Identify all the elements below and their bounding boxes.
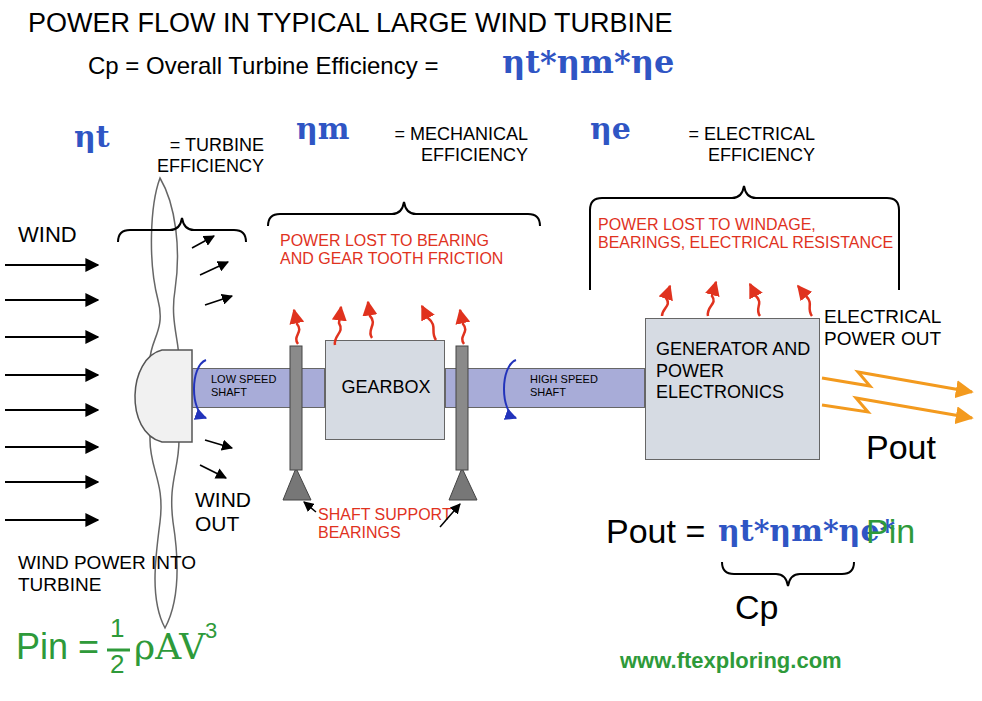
wind-out-arrows (192, 236, 232, 478)
efficiency-brackets (268, 202, 540, 226)
wind-arrows (5, 519, 98, 521)
formula-text: Pout = (606, 512, 705, 551)
efficiency-label: = TURBINE EFFICIENCY (104, 135, 264, 176)
loss-arrows (460, 310, 465, 344)
wind-label: WIND (18, 222, 77, 247)
gearbox-box: GEARBOX (325, 340, 445, 440)
bearing-posts (290, 346, 302, 470)
efficiency-label: = ELECTRICAL EFFICIENCY (625, 124, 815, 165)
wind-out-arrows (205, 440, 232, 448)
wind-arrows (5, 446, 98, 448)
wind-label: WIND OUT (195, 488, 275, 536)
formula-text: Cp (735, 588, 778, 627)
loss-arrows (798, 286, 812, 316)
turbine-hub (135, 350, 192, 442)
wind-arrows (5, 374, 98, 376)
formula-exponent: 3 (205, 618, 217, 643)
turbine-hub (135, 350, 192, 442)
loss-arrows (708, 282, 716, 316)
power-out-arrows (822, 372, 972, 392)
wind-arrows (5, 265, 98, 520)
efficiency-symbol: ηm (296, 112, 350, 147)
wind-out-arrows (192, 236, 214, 248)
node-label: GENERATOR AND POWER ELECTRONICS (656, 339, 815, 404)
diagram-title: POWER FLOW IN TYPICAL LARGE WIND TURBINE (28, 8, 673, 39)
loss-arrows (662, 286, 670, 316)
bearing-bases (283, 468, 477, 500)
power-out-arrows (822, 372, 972, 418)
bearing-bases (449, 468, 477, 500)
wind-out-arrows (205, 296, 232, 305)
efficiency-symbols: ηt*ηm*ηe (502, 44, 674, 81)
efficiency-symbol: ηt (74, 120, 110, 155)
bearing-bases (283, 468, 311, 500)
loss-arrows (368, 302, 373, 338)
formula-text: ρAV (134, 626, 205, 667)
input-label: WIND POWER INTO TURBINE (18, 552, 228, 596)
loss-arrows (294, 310, 299, 344)
website-url: www.ftexploring.com (620, 648, 842, 673)
node-label: LOW SPEED SHAFT (211, 373, 281, 399)
formula-text: Cp = Overall Turbine Efficiency = (88, 52, 438, 80)
loss-arrows (750, 284, 760, 316)
efficiency-symbol: ηe (590, 112, 631, 147)
efficiency-brackets (118, 218, 246, 242)
bearing-pointers (304, 502, 316, 512)
formula-text: Pin = (16, 626, 99, 667)
wind-arrows (5, 299, 98, 301)
power-symbol: Pout (866, 428, 936, 467)
shaft-band: LOW SPEED SHAFT (192, 368, 325, 408)
bearing-posts (456, 346, 468, 470)
wind-arrows (5, 481, 98, 483)
wind-out-arrows (200, 465, 226, 478)
loss-arrows (422, 306, 436, 340)
efficiency-label: = MECHANICAL EFFICIENCY (328, 124, 528, 165)
formula-text: Pin (866, 512, 915, 551)
loss-note: POWER LOST TO WINDAGE, BEARINGS, ELECTRI… (598, 216, 903, 253)
formula-number: 1 (110, 614, 124, 644)
wind-arrows (5, 264, 98, 266)
wind-arrows (5, 336, 98, 338)
part-label: SHAFT SUPPORT BEARINGS (318, 506, 458, 543)
shaft-band: HIGH SPEED SHAFT (445, 368, 645, 408)
output-label: ELECTRICAL POWER OUT (824, 306, 979, 350)
formula-number: 2 (110, 650, 124, 680)
wind-out-arrows (200, 262, 228, 275)
generator-box: GENERATOR AND POWER ELECTRONICS (645, 318, 820, 460)
power-out-arrows (822, 398, 972, 418)
wind-arrows (5, 409, 98, 411)
loss-note: POWER LOST TO BEARING AND GEAR TOOTH FRI… (280, 232, 515, 269)
cp-bracket (722, 562, 854, 586)
node-label: GEARBOX (332, 377, 440, 399)
node-label: HIGH SPEED SHAFT (530, 373, 610, 399)
cp-bracket (722, 562, 854, 586)
